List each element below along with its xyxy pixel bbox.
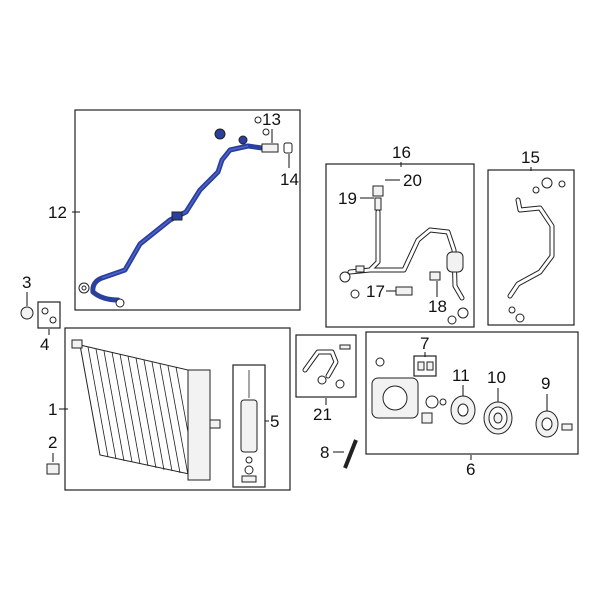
o-ring-bottom [115, 298, 125, 308]
seal-4a[interactable] [41, 307, 49, 315]
callout-17: 17 [366, 282, 385, 301]
callout-4: 4 [40, 335, 49, 354]
valve-17[interactable] [395, 286, 413, 296]
valve-18[interactable] [429, 271, 441, 281]
box-16-frame [325, 163, 475, 328]
compressor-seal [375, 357, 385, 367]
callout-13: 13 [262, 110, 281, 129]
stud-8[interactable] [343, 439, 358, 469]
callout-1: 1 [48, 400, 57, 419]
drier-seal-2 [244, 465, 254, 475]
condenser-end-tank [187, 369, 211, 481]
callout-16: 16 [392, 143, 411, 162]
callout-10: 10 [487, 368, 506, 387]
fitting-20[interactable] [372, 185, 384, 197]
o-ring-16c [457, 307, 469, 319]
callout-3: 3 [22, 273, 31, 292]
callout-21: 21 [313, 405, 332, 424]
o-ring-15c [532, 186, 540, 194]
ac-line-fitting-mid[interactable] [238, 135, 248, 145]
o-ring-15b [558, 180, 566, 188]
drier-cartridge[interactable] [240, 399, 258, 453]
callout-8: 8 [320, 443, 329, 462]
ac-line-fitting-top[interactable] [214, 128, 226, 140]
box-15-frame [487, 169, 575, 326]
tube-21-seal-a [317, 375, 327, 385]
o-ring-16d [447, 315, 457, 325]
drier-plug [241, 475, 257, 483]
clutch-bolt [561, 423, 573, 431]
callout-5: 5 [270, 412, 279, 431]
box-6-compressor [365, 331, 579, 455]
callout-6: 6 [466, 460, 475, 479]
callout-11: 11 [452, 366, 470, 385]
callout-18: 18 [428, 297, 447, 316]
drier-seal-1 [245, 456, 253, 464]
callout-15: 15 [521, 148, 540, 167]
callout-14: 14 [280, 170, 299, 189]
seal-4b[interactable] [49, 316, 57, 324]
tube-21-inner [303, 350, 338, 378]
suction-hose-tube-inner [508, 198, 554, 298]
o-ring-left-inner [81, 285, 87, 291]
callout-7: 7 [420, 334, 429, 353]
clutch-plate-center [541, 417, 553, 431]
service-valve-core[interactable] [261, 143, 279, 153]
box-16-liquid-line [325, 163, 475, 328]
seal-top-1 [254, 116, 262, 124]
callout-12: 12 [48, 203, 67, 222]
callout-19: 19 [338, 189, 357, 208]
compressor-bolt [421, 412, 433, 424]
callout-20: 20 [403, 171, 422, 190]
service-valve-cap[interactable] [283, 142, 293, 154]
condenser-fins [87, 346, 197, 477]
tube-21-seal-b [335, 379, 345, 389]
condenser-bracket-right [209, 419, 221, 429]
clutch-coil-center [457, 403, 469, 417]
nut-3[interactable] [20, 306, 34, 320]
valve-19[interactable] [374, 197, 382, 211]
clutch-pulley-hub [493, 412, 503, 424]
tube-21-clip [339, 344, 351, 350]
shim-ring [425, 395, 439, 409]
callout-9: 9 [541, 374, 550, 393]
box-4-frame [37, 301, 61, 329]
o-ring-15e [515, 313, 525, 323]
muffler-block[interactable] [446, 251, 464, 273]
callout-2: 2 [48, 433, 57, 452]
box-15-suction-hose [487, 169, 575, 326]
bolt-2[interactable] [46, 463, 60, 475]
seal-kit-b[interactable] [426, 361, 434, 371]
ac-line-hose-highlight [101, 145, 249, 279]
seal-kit-a[interactable] [417, 361, 425, 371]
o-ring-16a [339, 271, 351, 283]
box-5-drier [232, 364, 266, 488]
box-21-tube [295, 334, 357, 398]
box-12-ac-line-assembly [74, 109, 301, 311]
o-ring-15a [541, 177, 553, 189]
snap-ring [439, 398, 447, 406]
compressor-face [382, 385, 408, 411]
ac-line-bracket[interactable] [171, 211, 183, 221]
bolt-16 [355, 265, 365, 273]
o-ring-16b [350, 289, 360, 299]
seal-top-2 [262, 128, 270, 136]
condenser-bracket-top [71, 339, 83, 349]
o-ring-15d [508, 306, 516, 314]
